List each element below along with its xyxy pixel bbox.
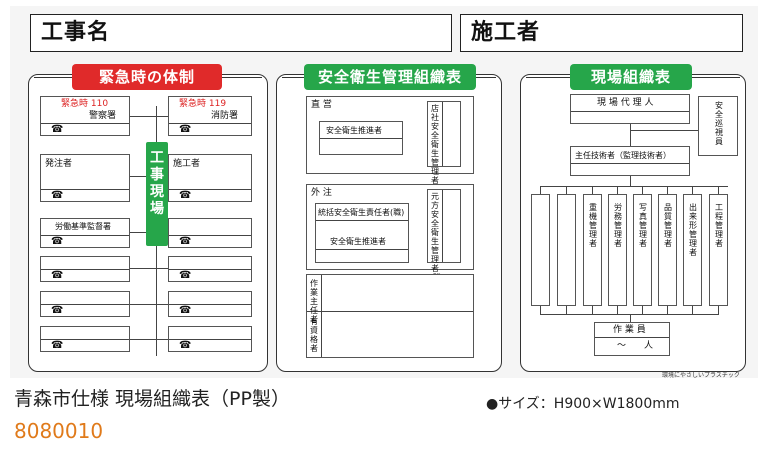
labour-mgr-column: 労務管理者 (608, 194, 627, 306)
product-size: ●サイズ：H900×W1800mm (486, 396, 680, 412)
schedule-mgr-column: 工程管理者 (709, 194, 728, 306)
emergency-title: 緊急時の体制 (72, 64, 222, 90)
phone-icon: ☎ (51, 124, 64, 135)
qualified-label: 有資格者 (310, 317, 318, 353)
kouji-name-box: 工事名 (30, 14, 452, 52)
contractor-box: 施工者 ☎ (168, 154, 252, 202)
police-label: 緊急時 110 (61, 99, 109, 109)
phone-icon: ☎ (51, 340, 64, 351)
qualified-box: 作業主任者 有資格者 (306, 274, 474, 358)
blank-box-r0: ☎ (168, 218, 252, 248)
column-label: 工程管理者 (715, 203, 723, 248)
site-org-title: 現場組織表 (570, 64, 692, 90)
workers-box: 作 業 員 〜 人 (594, 322, 670, 356)
phone-icon: ☎ (51, 305, 64, 316)
heavy-machinery-column: 重機管理者 (583, 194, 602, 306)
fire-box: 緊急時 119 消防署 ☎ (168, 96, 252, 136)
site-agent-box: 現 場 代 理 人 (570, 94, 690, 124)
work-chief-label: 作業主任者 (310, 279, 318, 324)
direct-label: 直 営 (311, 100, 332, 110)
workers-label: 作 業 員 (613, 325, 646, 335)
blank-box-r2: ☎ (168, 291, 252, 317)
column-label: 出来形管理者 (689, 203, 697, 257)
safety-patrol-box: 安全巡視員 (698, 96, 738, 156)
promoter2-label: 安全衛生推進者 (330, 237, 386, 246)
finish-mgr-column: 出来形管理者 (683, 194, 702, 306)
phone-icon: ☎ (51, 270, 64, 281)
site-agent-label: 現 場 代 理 人 (597, 98, 654, 108)
workers-count: 〜 人 (617, 341, 654, 351)
direct-box: 直 営 安全衛生推進者 店社安全衛生管理者(職) (306, 96, 474, 194)
general-manager-box: 統括安全衛生責任者(職) 安全衛生推進者 (315, 203, 409, 263)
phone-icon: ☎ (51, 190, 64, 201)
column-label: 労務管理者 (614, 203, 622, 248)
phone-icon: ☎ (179, 190, 192, 201)
product-code: 8080010 (14, 419, 104, 443)
safety-title: 安全衛生管理組織表 (304, 64, 476, 90)
store-manager-label: 店社安全衛生管理者(職) (430, 104, 444, 194)
phone-icon: ☎ (179, 305, 192, 316)
blank-column-1 (531, 194, 550, 306)
column-label: 重機管理者 (589, 203, 597, 248)
eco-plastic-note: 環境にやさしいプラスチック (662, 372, 740, 379)
column-label: 写真管理者 (639, 203, 647, 248)
labour-box: 労働基準監督署 ☎ (40, 218, 130, 248)
construction-site-label: 工事現場 (146, 142, 168, 246)
signboard: 工事名 施工者 緊急時の体制 緊急時 110 警察署 ☎ 発注者 ☎ 労働基準監… (10, 6, 758, 379)
outsource-label: 外 注 (311, 188, 332, 198)
phone-icon: ☎ (179, 340, 192, 351)
photo-mgr-column: 写真管理者 (633, 194, 652, 306)
phone-icon: ☎ (51, 236, 64, 247)
promoter-label: 安全衛生推進者 (326, 126, 382, 135)
outsource-box: 外 注 統括安全衛生責任者(職) 安全衛生推進者 元方安全衛生管理者(職) (306, 184, 474, 282)
fire-label: 緊急時 119 (179, 99, 227, 109)
client-label: 発注者 (45, 159, 73, 169)
phone-icon: ☎ (179, 236, 192, 247)
quality-mgr-column: 品質管理者 (658, 194, 677, 306)
blank-box-r3: ☎ (168, 326, 252, 352)
chief-engineer-label: 主任技術者（監理技術者） (575, 151, 671, 160)
principal-manager-box: 元方安全衛生管理者(職) (427, 189, 461, 282)
blank-box-l1: ☎ (40, 256, 130, 282)
blank-box-r1: ☎ (168, 256, 252, 282)
general-manager-label: 統括安全衛生責任者(職) (318, 208, 405, 217)
column-label: 品質管理者 (664, 203, 672, 248)
police-box: 緊急時 110 警察署 ☎ (40, 96, 130, 136)
police-sub: 警察署 (89, 111, 117, 121)
promoter-box: 安全衛生推進者 (319, 121, 403, 155)
blank-box-l2: ☎ (40, 291, 130, 317)
principal-manager-label: 元方安全衛生管理者(職) (430, 192, 444, 282)
client-box: 発注者 ☎ (40, 154, 130, 202)
store-manager-box: 店社安全衛生管理者(職) (427, 101, 461, 194)
chief-engineer-box: 主任技術者（監理技術者） (570, 146, 690, 176)
labour-label: 労働基準監督署 (55, 222, 111, 231)
blank-column-2 (557, 194, 576, 306)
fire-sub: 消防署 (211, 111, 239, 121)
phone-icon: ☎ (179, 270, 192, 281)
contractor-label: 施工者 (173, 159, 201, 169)
sekou-box: 施工者 (460, 14, 743, 52)
blank-box-l3: ☎ (40, 326, 130, 352)
phone-icon: ☎ (179, 124, 192, 135)
product-title: 青森市仕様 現場組織表（PP製） (14, 388, 290, 410)
safety-patrol-label: 安全巡視員 (715, 101, 723, 146)
